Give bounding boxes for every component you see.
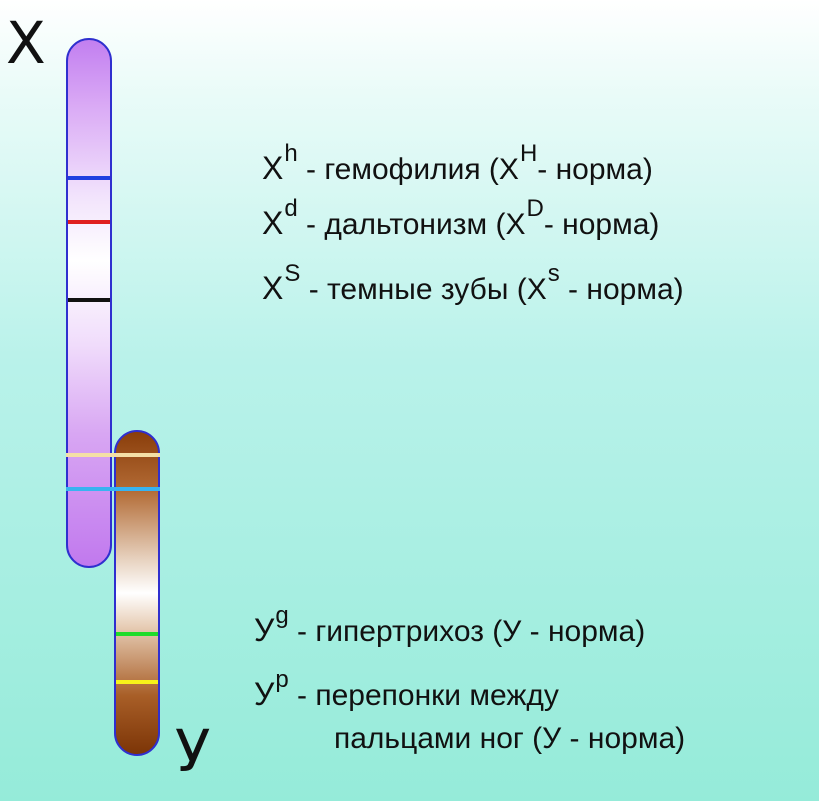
legend-tail: - норма) <box>559 273 684 306</box>
legend-daltonism: Xd - дальтонизм (XD- норма) <box>262 197 660 242</box>
legend-superscript: g <box>275 602 289 629</box>
legend-text: - гемофилия (X <box>297 153 519 186</box>
band-pairing-1 <box>66 453 160 457</box>
legend-webbed-toes: Уp - перепонки между <box>254 668 559 713</box>
legend-superscript-norm: D <box>526 195 544 222</box>
legend-symbol: У <box>254 612 275 648</box>
legend-superscript: p <box>275 666 289 693</box>
legend-text: - перепонки между <box>288 679 559 712</box>
legend-text: пальцами ног (У - норма) <box>334 722 686 755</box>
legend-webbed-toes-continuation: пальцами ног (У - норма) <box>334 722 685 756</box>
x-chromosome-label: X <box>6 9 46 77</box>
legend-text: - темные зубы (X <box>300 273 547 306</box>
band-pairing-2 <box>66 487 160 491</box>
legend-superscript-norm: H <box>519 140 538 167</box>
legend-dark-teeth: XS - темные зубы (Xs - норма) <box>262 262 684 307</box>
legend-symbol: X <box>262 205 284 241</box>
y-chromosome-label: У <box>175 717 211 785</box>
legend-text: - гипертрихоз (У - норма) <box>288 615 646 648</box>
legend-hypertrichosis: Уg - гипертрихоз (У - норма) <box>254 604 646 649</box>
legend-superscript: S <box>284 260 301 287</box>
legend-superscript: d <box>284 195 298 222</box>
band-dark-teeth <box>68 298 110 302</box>
legend-superscript-norm: s <box>547 260 560 287</box>
band-daltonism <box>68 220 110 224</box>
legend-tail: - норма) <box>543 208 660 241</box>
legend-text: - дальтонизм (X <box>297 208 526 241</box>
band-hypertrichosis <box>116 632 158 636</box>
legend-symbol: X <box>262 150 284 186</box>
band-webbed-toes <box>116 680 158 684</box>
legend-hemophilia: Xh - гемофилия (XH- норма) <box>262 142 653 187</box>
legend-tail: - норма) <box>537 153 653 186</box>
band-hemophilia <box>68 176 110 180</box>
x-chromosome <box>66 38 112 568</box>
legend-symbol: У <box>254 676 275 712</box>
legend-symbol: X <box>262 270 284 306</box>
legend-superscript: h <box>284 140 298 167</box>
y-chromosome <box>114 430 160 756</box>
